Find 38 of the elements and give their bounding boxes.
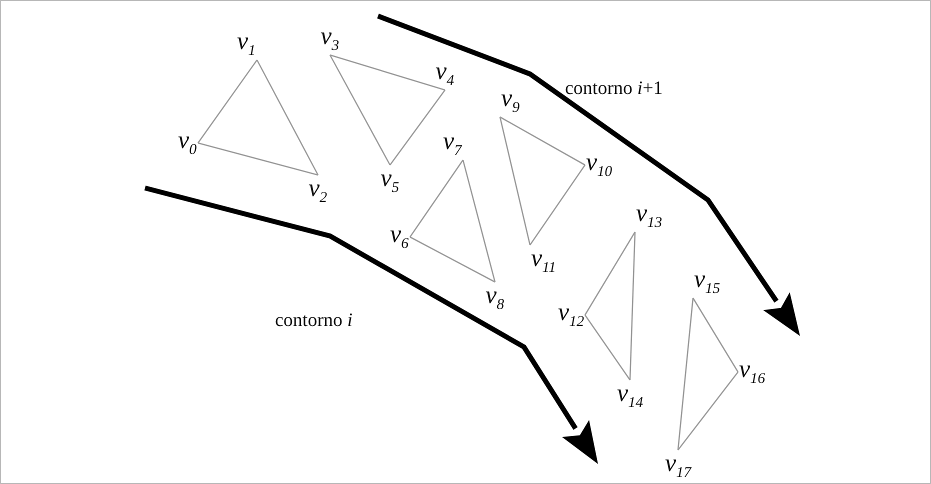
triangle-edge — [410, 236, 496, 283]
vertex-label: v$_{16}$ — [738, 356, 766, 388]
triangle-edge — [198, 142, 318, 176]
triangle-edge — [677, 298, 694, 450]
vertex-label: v$_{12}$ — [557, 299, 586, 331]
triangle-edge — [256, 60, 319, 176]
vertex-label: v$_{2}$ — [308, 175, 328, 207]
triangle-edge — [462, 160, 496, 282]
vertex-label: v$_{8}$ — [484, 282, 506, 314]
triangle-edge — [677, 372, 739, 450]
vertex-label: v$_{17}$ — [664, 450, 692, 482]
triangle-edge — [389, 90, 446, 166]
vertex-label: v$_{0}$ — [177, 127, 198, 159]
vertex-label: v$_{14}$ — [616, 380, 644, 412]
triangle-edge — [197, 60, 258, 144]
triangle-edge — [584, 314, 631, 380]
triangle-edge — [409, 160, 464, 238]
vertex-label: v$_{13}$ — [635, 200, 664, 232]
contour-label: contorno i — [275, 310, 353, 332]
vertex-label: v$_{11}$ — [530, 245, 557, 277]
triangle-edge — [529, 164, 586, 246]
vertex-label: v$_{5}$ — [380, 165, 400, 197]
triangle-edge — [330, 54, 446, 91]
vertex-label: v$_{4}$ — [434, 58, 456, 90]
triangle-edge — [692, 298, 739, 372]
vertex-label: v$_{15}$ — [693, 266, 722, 298]
vertex-label: v$_{6}$ — [389, 221, 410, 253]
vertex-label: v$_{7}$ — [442, 128, 463, 160]
vertex-label: v$_{10}$ — [585, 149, 614, 181]
triangle-edge — [329, 54, 391, 166]
vertex-label: v$_{1}$ — [236, 28, 257, 60]
vertex-label: v$_{3}$ — [320, 23, 340, 55]
triangle-edge — [500, 116, 586, 166]
contour-label: contorno i+1 — [565, 78, 663, 100]
triangle-edge — [499, 116, 531, 246]
triangle-edge — [629, 232, 636, 380]
triangle-edge — [584, 232, 636, 316]
vertex-label: v$_{9}$ — [500, 85, 521, 117]
